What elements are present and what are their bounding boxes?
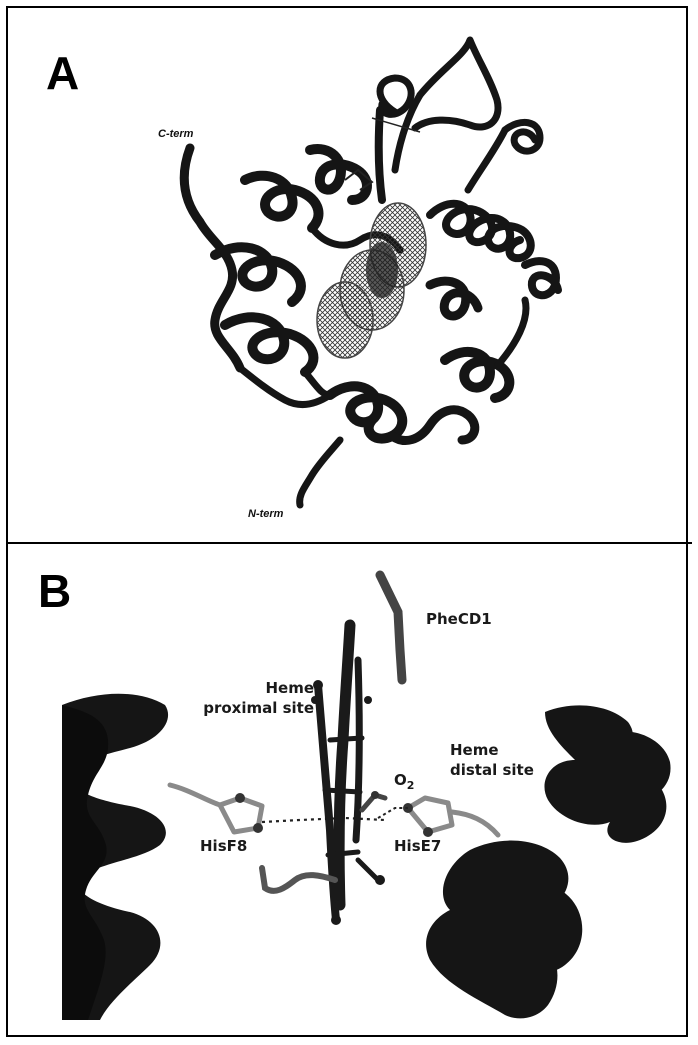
heme-proximal-label-line1: Heme bbox=[252, 680, 314, 697]
phecd1-sidechain bbox=[380, 575, 402, 680]
heme-distal-label-line1: Heme bbox=[450, 742, 499, 759]
hbond-dashes bbox=[262, 818, 385, 822]
heme-proximal-label-line2: proximal site bbox=[202, 700, 314, 717]
hise7-sidechain bbox=[408, 798, 498, 835]
heme-methyl bbox=[358, 860, 378, 880]
o2-label: O2 bbox=[394, 772, 414, 793]
left-helix-ribbon bbox=[62, 694, 168, 1020]
hise7-label: HisE7 bbox=[394, 838, 441, 855]
hisf8-label: HisF8 bbox=[200, 838, 247, 855]
hisf8-sidechain bbox=[170, 785, 262, 832]
heme-distal-label-line2: distal site bbox=[450, 762, 534, 779]
heme-propionate bbox=[262, 868, 335, 891]
phecd1-label: PheCD1 bbox=[426, 611, 492, 628]
